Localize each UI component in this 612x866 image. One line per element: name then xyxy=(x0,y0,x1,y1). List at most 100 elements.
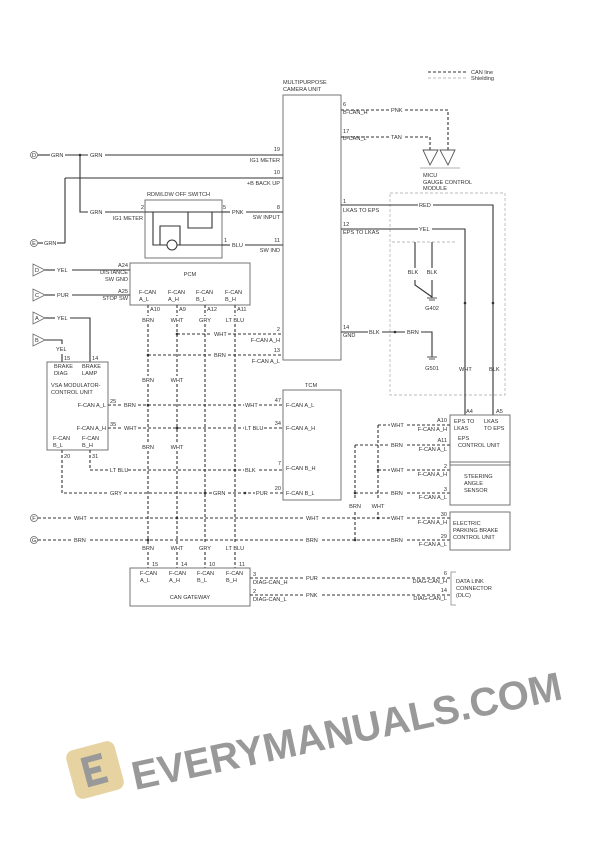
diagram-label: WHT xyxy=(391,468,404,474)
diagram-label: G xyxy=(32,538,36,544)
diagram-label: 29 xyxy=(441,534,447,540)
diagram-label: B_H xyxy=(225,297,236,303)
diagram-label: WHT xyxy=(171,378,184,384)
diagram-label: B-CAN_L xyxy=(343,136,367,142)
diagram-label: CONTROL UNIT xyxy=(51,390,93,396)
diagram-label: IG1 METER xyxy=(113,216,143,222)
diagram-label: C xyxy=(35,293,39,299)
diagram-label: 2 xyxy=(277,327,280,333)
diagram-label: YEL xyxy=(56,347,67,353)
diagram-label: LKAS xyxy=(454,426,469,432)
diagram-label: BLK xyxy=(245,468,256,474)
diagram-label: 14 xyxy=(441,588,447,594)
diagram-label: 20 xyxy=(64,454,70,460)
diagram-label: B_H xyxy=(226,578,237,584)
diagram-label: MULTIPURPOSE xyxy=(283,80,327,86)
diagram-label: GRN xyxy=(51,153,63,159)
diagram-label: WHT xyxy=(245,403,258,409)
diagram-label: B_L xyxy=(197,578,207,584)
diagram-label: WHT xyxy=(214,332,227,338)
diagram-label: RED xyxy=(419,203,431,209)
diagram-label: WHT xyxy=(74,516,87,522)
diagram-label: WHT xyxy=(171,318,184,324)
diagram-label: EPS TO LKAS xyxy=(343,230,379,236)
diagram-label: LT BLU xyxy=(110,468,128,474)
diagram-label: STEERING xyxy=(464,474,493,480)
diagram-label: 14 xyxy=(343,325,349,331)
diagram-label: GRY xyxy=(199,546,211,552)
diagram-label: LKAS TO EPS xyxy=(343,208,379,214)
diagram-label: A12 xyxy=(207,307,217,313)
diagram-label: DIAG-CAN_L xyxy=(253,597,287,603)
diagram-label: BRN xyxy=(391,491,403,497)
diagram-label: +B BACK UP xyxy=(247,181,280,187)
diagram-label: GAUGE CONTROL xyxy=(423,180,472,186)
diagram-label: F xyxy=(32,516,36,522)
diagram-label: BRN xyxy=(306,538,318,544)
diagram-label: GRN xyxy=(90,210,102,216)
diagram-label: F-CAN xyxy=(139,290,156,296)
diagram-label: B_H xyxy=(82,443,93,449)
diagram-label: GRY xyxy=(199,318,211,324)
diagram-label: DATA LINK xyxy=(456,579,484,585)
diagram-label: PNK xyxy=(391,108,403,114)
legend-can-line: CAN line xyxy=(471,70,493,76)
diagram-label: PNK xyxy=(306,593,318,599)
diagram-label: CONTROL UNIT xyxy=(453,535,495,541)
diagram-label: CAN GATEWAY xyxy=(170,595,211,601)
diagram-label: SW INPUT xyxy=(253,215,281,221)
diagram-label: PARKING BRAKE xyxy=(453,528,499,534)
diagram-label: B_L xyxy=(53,443,63,449)
diagram-label: A24 xyxy=(118,263,128,269)
diagram-label: B_L xyxy=(196,297,206,303)
diagram-label: STOP SW xyxy=(102,296,128,302)
diagram-label: CAMERA UNIT xyxy=(283,87,322,93)
diagram-label: BRN xyxy=(349,504,361,510)
diagram-label: WHT xyxy=(459,367,472,373)
diagram-label: F-CAN B_L xyxy=(286,491,315,497)
diagram-label: A25 xyxy=(118,289,128,295)
diagram-label: F-CAN xyxy=(53,436,70,442)
diagram-label: 7 xyxy=(278,461,281,467)
diagram-label: SW GND xyxy=(105,277,128,283)
diagram-label: WHT xyxy=(171,445,184,451)
diagram-label: IG1 METER xyxy=(250,158,280,164)
diagram-label: 15 xyxy=(152,562,158,568)
diagram-label: 19 xyxy=(274,147,280,153)
diagram-label: F-CAN xyxy=(82,436,99,442)
diagram-label: A_H xyxy=(168,297,179,303)
diagram-label: F-CAN A_H xyxy=(77,426,106,432)
diagram-label: MODULE xyxy=(423,186,447,192)
diagram-label: CONTROL UNIT xyxy=(458,443,500,449)
diagram-label: F-CAN xyxy=(169,571,186,577)
diagram-label: G501 xyxy=(425,366,439,372)
diagram-label: WHT xyxy=(124,426,137,432)
diagram-label: F-CAN A_L xyxy=(419,495,447,501)
diagram-label: 8 xyxy=(277,205,280,211)
diagram-label: F-CAN xyxy=(225,290,242,296)
diagram-label: PUR xyxy=(256,491,268,497)
diagram-label: 13 xyxy=(274,348,280,354)
diagram-label: GRY xyxy=(110,491,122,497)
diagram-label: F-CAN A_L xyxy=(286,403,314,409)
diagram-label: F-CAN A_H xyxy=(418,472,447,478)
diagram-label: 31 xyxy=(92,454,98,460)
diagram-label: A_H xyxy=(169,578,180,584)
diagram-label: 1 xyxy=(224,238,227,244)
diagram-label: MICU xyxy=(423,173,437,179)
diagram-label: ANGLE xyxy=(464,481,483,487)
diagram-label: 2 xyxy=(444,464,447,470)
diagram-label: A5 xyxy=(496,409,503,415)
watermark-text: EVERYMANUALS.COM xyxy=(128,665,566,799)
diagram-label: B xyxy=(35,338,39,344)
diagram-label: 6 xyxy=(343,102,346,108)
diagram-label: WHT xyxy=(372,504,385,510)
